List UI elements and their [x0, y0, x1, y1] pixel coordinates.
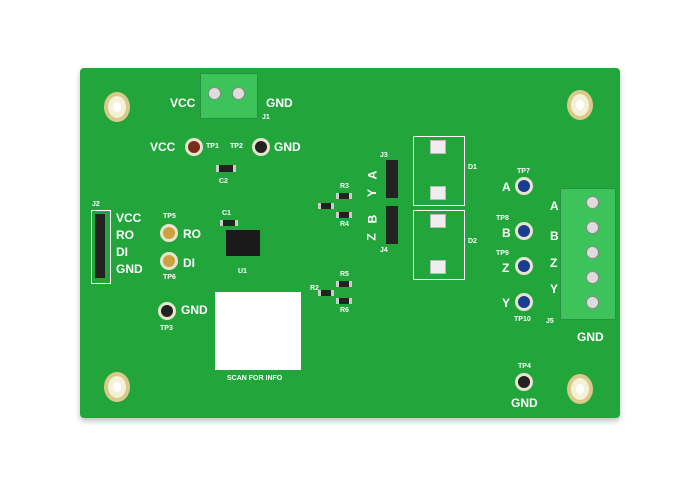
pin-header-j2[interactable]: [95, 214, 105, 278]
mounting-hole: [104, 372, 130, 402]
resistor: [336, 212, 352, 218]
resistor: [318, 203, 334, 209]
j4-label: Z: [364, 233, 379, 241]
j5-pin-label: B: [550, 229, 559, 243]
tp4-ref: TP4: [518, 363, 531, 370]
r4-ref: R4: [340, 221, 349, 228]
j5-pin-label: GND: [577, 330, 604, 344]
test-point-tp2[interactable]: [252, 138, 270, 156]
test-point-tp6[interactable]: [160, 252, 178, 270]
pin-header-j3[interactable]: [386, 160, 398, 198]
c1-ref: C1: [222, 210, 231, 217]
gnd-label: GND: [181, 303, 208, 317]
j3-label: Y: [365, 188, 380, 198]
r6-ref: R6: [340, 307, 349, 314]
r2-ref: R2: [310, 285, 319, 292]
resistor: [336, 298, 352, 304]
di-label: DI: [183, 256, 195, 270]
d1-ref: D1: [468, 164, 477, 171]
mounting-hole: [104, 92, 130, 122]
chip-u1: [226, 230, 260, 256]
tp9-ref: TP9: [496, 250, 509, 257]
j5-pin-label: A: [550, 199, 559, 213]
diode-d1: [430, 140, 446, 154]
test-point-tp9[interactable]: [515, 257, 533, 275]
pcb-board: [80, 68, 620, 418]
screw-icon: [586, 296, 599, 309]
vcc-label: VCC: [150, 140, 176, 154]
j2-pin-label: RO: [116, 228, 134, 242]
r3-ref: R3: [340, 183, 349, 190]
tp9-label: Z: [502, 261, 510, 275]
test-point-tp8[interactable]: [515, 222, 533, 240]
tp10-ref: TP10: [514, 316, 531, 323]
test-point-tp3[interactable]: [158, 302, 176, 320]
j1-gnd-label: GND: [266, 96, 293, 110]
screw-icon: [586, 271, 599, 284]
tp2-ref: TP2: [230, 143, 243, 150]
tp5-ref: TP5: [163, 213, 176, 220]
d2-ref: D2: [468, 238, 477, 245]
j2-pin-label: DI: [116, 245, 128, 259]
ro-label: RO: [183, 227, 201, 241]
gnd-label: GND: [511, 396, 538, 410]
tp3-ref: TP3: [160, 325, 173, 332]
tp7-ref: TP7: [517, 168, 530, 175]
d2-outline: [413, 210, 465, 280]
test-point-tp10[interactable]: [515, 293, 533, 311]
gnd-label: GND: [274, 140, 301, 154]
capacitor-c1: [220, 220, 238, 226]
r5-ref: R5: [340, 271, 349, 278]
qr-code-area: [215, 292, 301, 370]
j3-ref: J3: [380, 152, 388, 159]
test-point-tp7[interactable]: [515, 177, 533, 195]
j2-outline: [91, 210, 111, 284]
mounting-hole: [567, 374, 593, 404]
j2-ref: J2: [92, 201, 100, 208]
j4-label: B: [365, 214, 380, 224]
j5-pin-label: Z: [550, 256, 558, 270]
screw-icon: [208, 87, 221, 100]
test-point-tp5[interactable]: [160, 224, 178, 242]
j2-pin-label: VCC: [116, 211, 142, 225]
screw-icon: [586, 246, 599, 259]
tp10-label: Y: [502, 296, 511, 310]
j1-vcc-label: VCC: [170, 96, 196, 110]
resistor: [336, 193, 352, 199]
tp1-ref: TP1: [206, 143, 219, 150]
resistor: [318, 290, 334, 296]
capacitor-c2: [216, 165, 236, 172]
diode-d2: [430, 260, 446, 274]
j5-ref: J5: [546, 318, 554, 325]
diode-d2: [430, 214, 446, 228]
j2-pin-label: GND: [116, 262, 143, 276]
c2-ref: C2: [219, 178, 228, 185]
d1-outline: [413, 136, 465, 206]
mounting-hole: [567, 90, 593, 120]
j1-ref: J1: [262, 114, 270, 121]
tp7-label: A: [502, 180, 511, 194]
j4-ref: J4: [380, 247, 388, 254]
u1-ref: U1: [238, 268, 247, 275]
tp8-ref: TP8: [496, 215, 509, 222]
screw-icon: [232, 87, 245, 100]
j3-label: A: [365, 170, 380, 180]
test-point-tp1[interactable]: [185, 138, 203, 156]
diode-d1: [430, 186, 446, 200]
pin-header-j4[interactable]: [386, 206, 398, 244]
tp8-label: B: [502, 226, 511, 240]
tp6-ref: TP6: [163, 274, 176, 281]
screw-icon: [586, 196, 599, 209]
qr-label: SCAN FOR INFO: [227, 375, 283, 382]
j5-pin-label: Y: [550, 282, 559, 296]
resistor: [336, 281, 352, 287]
screw-icon: [586, 221, 599, 234]
test-point-tp4[interactable]: [515, 373, 533, 391]
